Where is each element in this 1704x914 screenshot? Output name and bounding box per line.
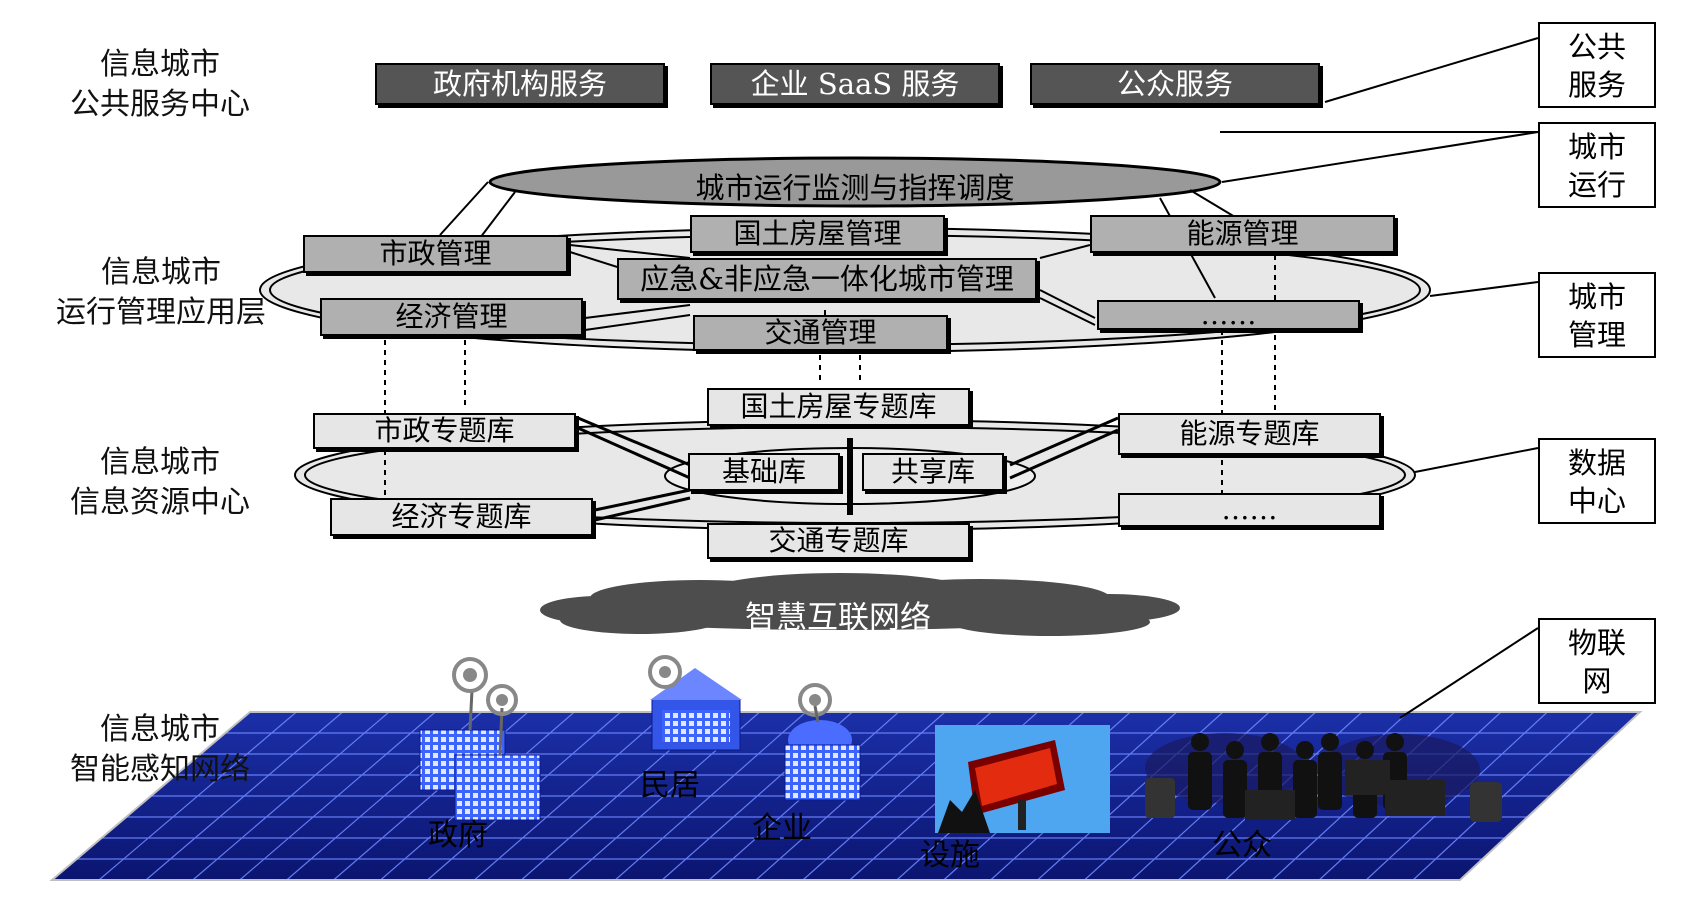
db-traffic-topic: 交通专题库 (707, 523, 970, 559)
layer-label-sensing: 信息城市 智能感知网络 (55, 710, 265, 790)
db-base: 基础库 (688, 453, 840, 491)
db-land-housing-topic: 国土房屋专题库 (707, 388, 970, 426)
person-head (1226, 741, 1244, 759)
module-integrated-city-management: 应急&非应急一体化城市管理 (617, 258, 1037, 300)
entity-facility-label: 设施 (920, 838, 980, 873)
person-head (1321, 733, 1339, 751)
module-economic-management: 经济管理 (320, 298, 583, 336)
tag-line: 城市 (1567, 130, 1626, 164)
db-economic-topic: 经济专题库 (330, 498, 593, 536)
tag-line: 数据 (1567, 446, 1626, 480)
tag-data-center: 数据 中心 (1538, 438, 1656, 524)
layer-label-line: 信息城市 (100, 712, 220, 747)
entity-public-label: 公众 (1212, 828, 1272, 863)
service-box-government: 政府机构服务 (375, 63, 665, 105)
layer-label-line: 智能感知网络 (70, 752, 250, 787)
layer-label-operation: 信息城市 运行管理应用层 (45, 253, 277, 333)
module-municipal-management: 市政管理 (303, 235, 568, 273)
enterprise-building-icon (784, 683, 861, 801)
tag-line: 服务 (1567, 68, 1626, 102)
person-body (1318, 752, 1342, 810)
db-energy-topic: 能源专题库 (1118, 413, 1381, 455)
person-head (1386, 733, 1404, 751)
tag-line: 运行 (1567, 168, 1626, 202)
person-head (1191, 733, 1209, 751)
module-land-housing-management: 国土房屋管理 (690, 215, 945, 253)
entity-residence-label: 民居 (640, 768, 700, 803)
facility-billboard-icon (935, 725, 1110, 833)
government-building-icon (419, 657, 541, 821)
person-body (1188, 752, 1212, 810)
module-more-management: …… (1097, 300, 1360, 330)
layer-label-line: 信息城市 (101, 255, 221, 290)
person-head (1356, 741, 1374, 759)
entity-enterprise-label: 企业 (752, 811, 812, 846)
layer-label-line: 公共服务中心 (70, 87, 250, 122)
layer-label-line: 运行管理应用层 (56, 295, 266, 330)
network-cloud-shape (540, 573, 1180, 636)
command-center-label: 城市运行监测与指挥调度 (695, 171, 1015, 205)
person-body (1293, 760, 1317, 818)
tag-line: 网 (1582, 664, 1612, 698)
tag-public-service: 公共 服务 (1538, 22, 1656, 108)
service-box-enterprise-saas: 企业 SaaS 服务 (710, 63, 1000, 105)
tag-pointers (1221, 37, 1539, 719)
tag-line: 公共 (1567, 30, 1626, 64)
layer-label-line: 信息资源中心 (70, 485, 250, 520)
db-more: …… (1118, 493, 1381, 527)
layer-label-public-service: 信息城市 公共服务中心 (55, 45, 265, 125)
tag-line: 物联 (1567, 626, 1626, 660)
resource-connectors (577, 416, 1119, 522)
tag-city-management: 城市 管理 (1538, 272, 1656, 358)
operation-connectors (439, 131, 1540, 331)
tag-line: 管理 (1567, 318, 1626, 352)
entity-government-label: 政府 (428, 818, 488, 853)
db-municipal-topic: 市政专题库 (313, 413, 576, 449)
layer-label-resource: 信息城市 信息资源中心 (55, 443, 265, 523)
tag-iot: 物联 网 (1538, 618, 1656, 704)
tag-city-operation: 城市 运行 (1538, 122, 1656, 208)
service-box-public: 公众服务 (1030, 63, 1320, 105)
residence-house-icon (648, 655, 742, 751)
smart-network-label: 智慧互联网络 (745, 600, 931, 636)
module-energy-management: 能源管理 (1090, 215, 1395, 253)
db-shared: 共享库 (862, 453, 1004, 491)
layer-label-line: 信息城市 (100, 47, 220, 82)
tag-line: 城市 (1567, 280, 1626, 314)
person-head (1261, 733, 1279, 751)
person-head (1296, 741, 1314, 759)
person-body (1223, 760, 1247, 818)
module-traffic-management: 交通管理 (693, 315, 948, 351)
layer-label-line: 信息城市 (100, 445, 220, 480)
public-crowd-icon (1145, 733, 1502, 822)
tag-line: 中心 (1567, 484, 1626, 518)
